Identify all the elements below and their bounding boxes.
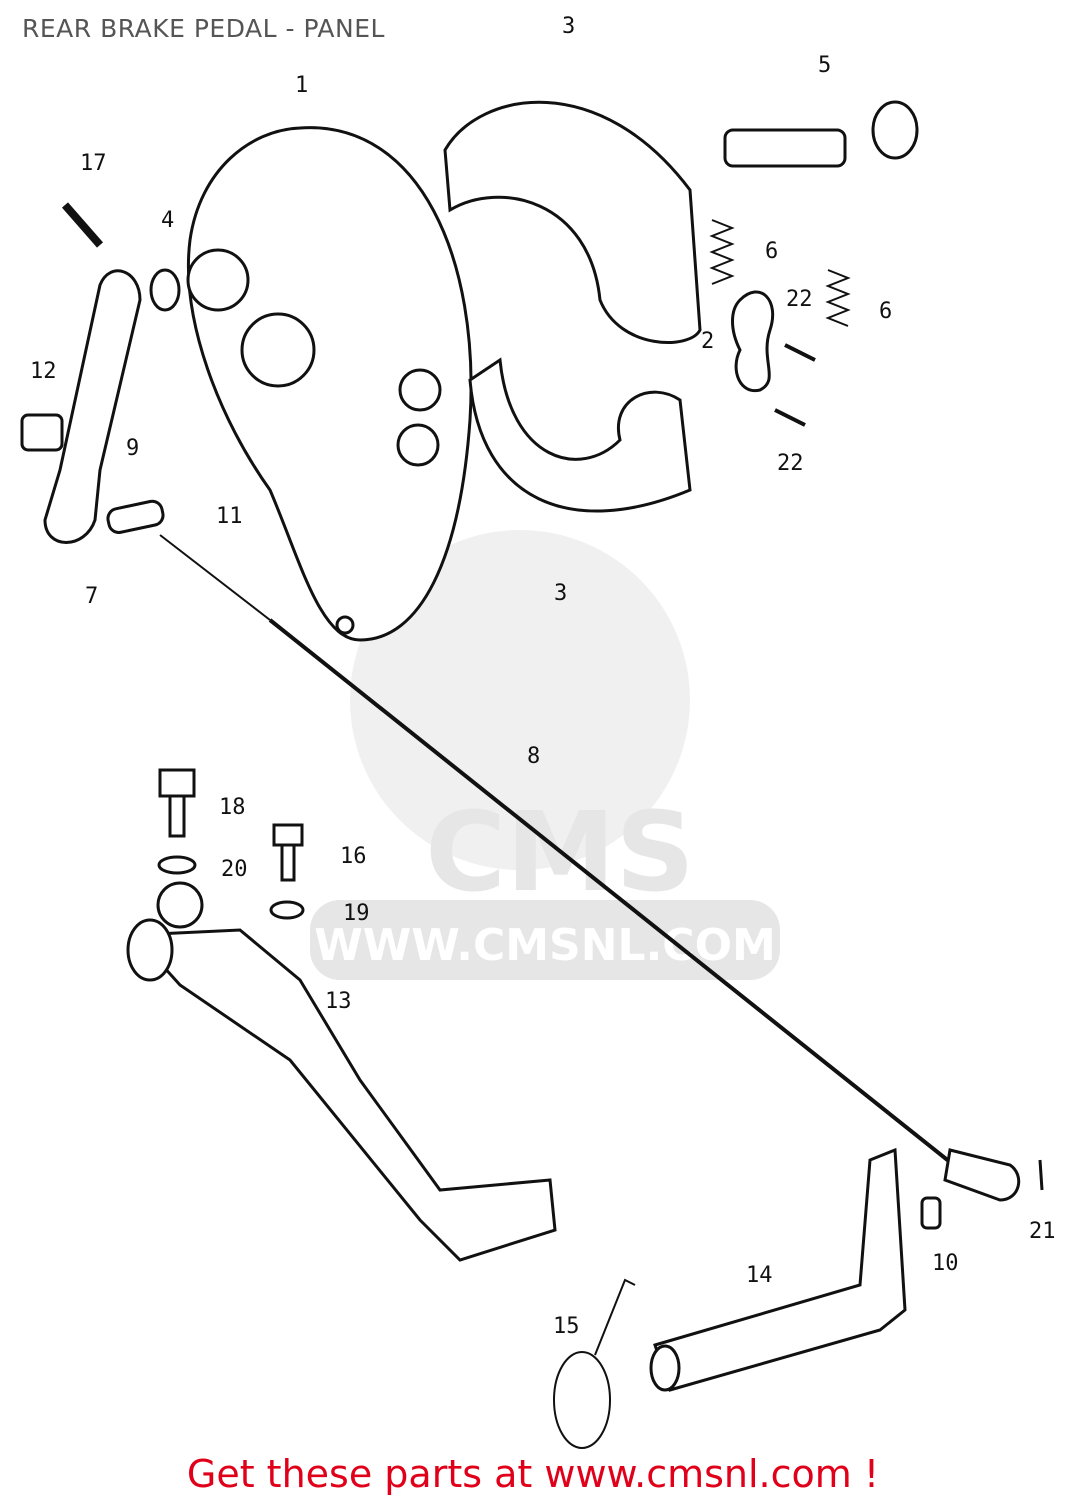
part-label: 11 (216, 504, 243, 529)
part-label: 5 (818, 53, 831, 78)
brake-arm (20, 202, 181, 544)
part-label: 22 (777, 451, 804, 476)
part-label: 6 (765, 239, 778, 264)
part-label: 7 (85, 584, 98, 609)
fasteners (157, 768, 305, 920)
part-label: 17 (80, 151, 107, 176)
cmsnl-link[interactable]: Get these parts at www.cmsnl.com ! (186, 1452, 880, 1496)
part-label: 13 (325, 989, 352, 1014)
part-label: 12 (30, 359, 57, 384)
part-label: 20 (221, 857, 248, 882)
part-label: 6 (879, 299, 892, 324)
brake-cam (723, 100, 919, 168)
part-label: 10 (932, 1251, 959, 1276)
part-label: 14 (746, 1263, 773, 1288)
brake-pedal (126, 881, 557, 1262)
part-label: 9 (126, 436, 139, 461)
part-label: 21 (1029, 1219, 1056, 1244)
part-label: 2 (701, 329, 714, 354)
part-label: 1 (295, 73, 308, 98)
part-label: 22 (786, 287, 813, 312)
svg-text:WWW.CMSNL.COM: WWW.CMSNL.COM (314, 920, 776, 971)
part-label: 19 (343, 901, 370, 926)
part-labels: 3 1 5 17 4 6 22 6 2 12 22 9 11 7 3 8 18 … (30, 14, 1056, 1339)
brake-panel (186, 126, 473, 642)
part-label: 15 (553, 1314, 580, 1339)
cmsnl-watermark: WWW.CMSNL.COM CMS (310, 530, 780, 980)
part-label: 16 (340, 844, 367, 869)
brake-shoes (443, 100, 702, 513)
part-label: 18 (219, 795, 246, 820)
part-label: 3 (562, 14, 575, 39)
brake-springs (709, 219, 851, 427)
part-label: 8 (527, 744, 540, 769)
brake-rod (159, 534, 1021, 1202)
part-label: 4 (161, 208, 174, 233)
diagram-title: REAR BRAKE PEDAL - PANEL (22, 14, 385, 43)
part-label: 3 (554, 581, 567, 606)
pedal-shaft (553, 1147, 1044, 1449)
